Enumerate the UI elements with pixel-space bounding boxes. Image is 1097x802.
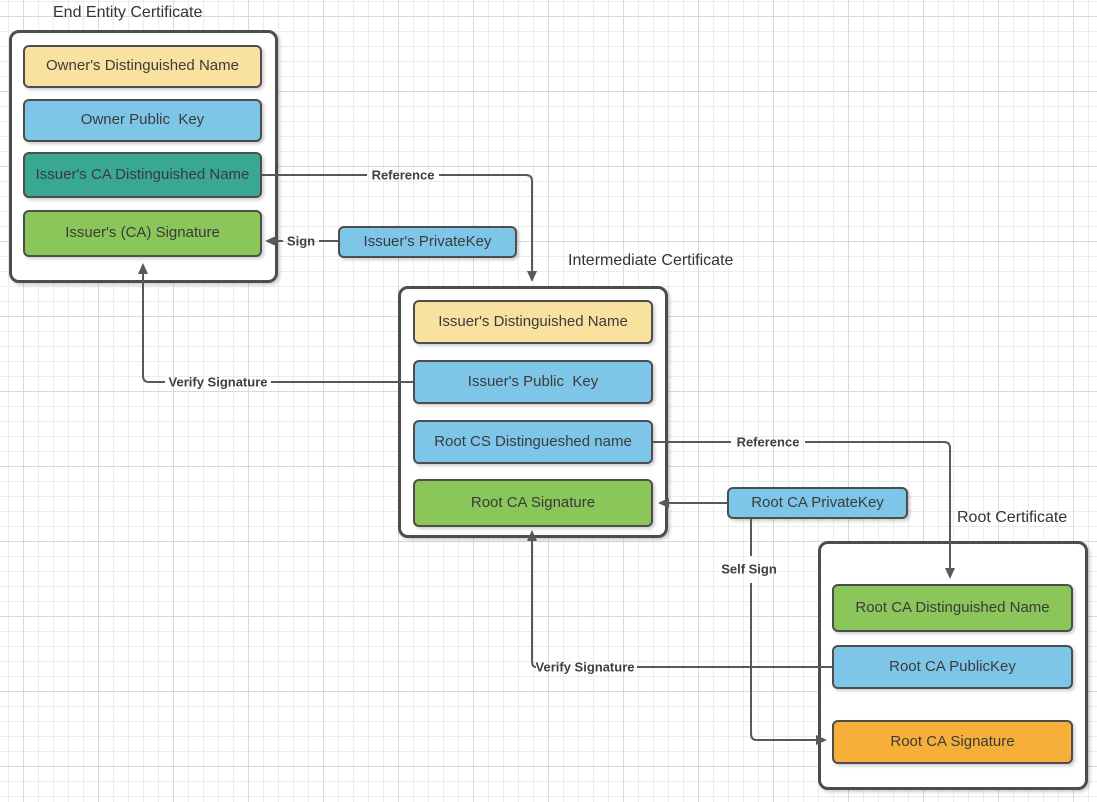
arrow-reference-top — [262, 174, 537, 282]
arrow-verify-signature-left — [138, 263, 413, 383]
edge-label-reference-top: Reference — [371, 167, 435, 183]
arrow-reference-right — [653, 441, 955, 579]
shape-root-ca-privatekey: Root CA PrivateKey — [727, 487, 908, 519]
edge-label-self-sign: Self Sign — [721, 561, 777, 577]
field-label: Root CS Distingueshed name — [434, 432, 632, 450]
field-label: Root CA PublicKey — [889, 657, 1016, 675]
field-label: Root CA Signature — [890, 732, 1015, 750]
field-label: Issuer's Distinguished Name — [438, 312, 628, 330]
arrow-self-sign — [750, 519, 827, 745]
field-label: Issuer's (CA) Signature — [65, 224, 220, 242]
end-entity-certificate-title: End Entity Certificate — [53, 4, 203, 21]
field-root-ca-publickey: Root CA PublicKey — [832, 645, 1073, 689]
edge-label-verify-signature-bottom: Verify Signature — [535, 659, 635, 675]
field-label: Root CA Signature — [470, 493, 596, 511]
edge-label-sign: Sign — [286, 233, 316, 249]
field-label: Owner Public Key — [80, 111, 205, 129]
field-label: Owner's Distinguished Name — [46, 57, 239, 75]
edge-label-verify-signature-left: Verify Signature — [168, 374, 268, 390]
field-label: Issuer's PrivateKey — [363, 232, 492, 250]
field-root-ca-distinguished-name: Root CA Distinguished Name — [832, 584, 1073, 632]
field-issuers-public-key: Issuer's Public Key — [413, 360, 653, 404]
field-issuers-ca-signature: Issuer's (CA) Signature — [23, 210, 262, 257]
field-label: Issuer's Public Key — [467, 372, 599, 390]
field-owner-public-key: Owner Public Key — [23, 99, 262, 142]
intermediate-certificate-title: Intermediate Certificate — [568, 252, 734, 269]
arrow-verify-signature-bottom — [527, 530, 832, 668]
field-label: Root CA Distinguished Name — [855, 598, 1050, 616]
edge-label-reference-right: Reference — [736, 434, 800, 450]
field-label: Root CA PrivateKey — [751, 493, 884, 511]
shape-issuers-privatekey: Issuer's PrivateKey — [338, 226, 517, 258]
field-owners-distinguished-name: Owner's Distinguished Name — [23, 45, 262, 88]
field-root-ca-signature-intermediate: Root CA Signature — [413, 479, 653, 527]
field-issuers-ca-distinguished-name: Issuer's CA Distinguished Name — [23, 152, 262, 198]
root-certificate-title: Root Certificate — [957, 509, 1068, 526]
field-label: Issuer's CA Distinguished Name — [35, 165, 250, 183]
field-issuers-distinguished-name: Issuer's Distinguished Name — [413, 300, 653, 344]
field-root-ca-signature-root: Root CA Signature — [832, 720, 1073, 764]
field-root-cs-distingueshed-name: Root CS Distingueshed name — [413, 420, 653, 464]
